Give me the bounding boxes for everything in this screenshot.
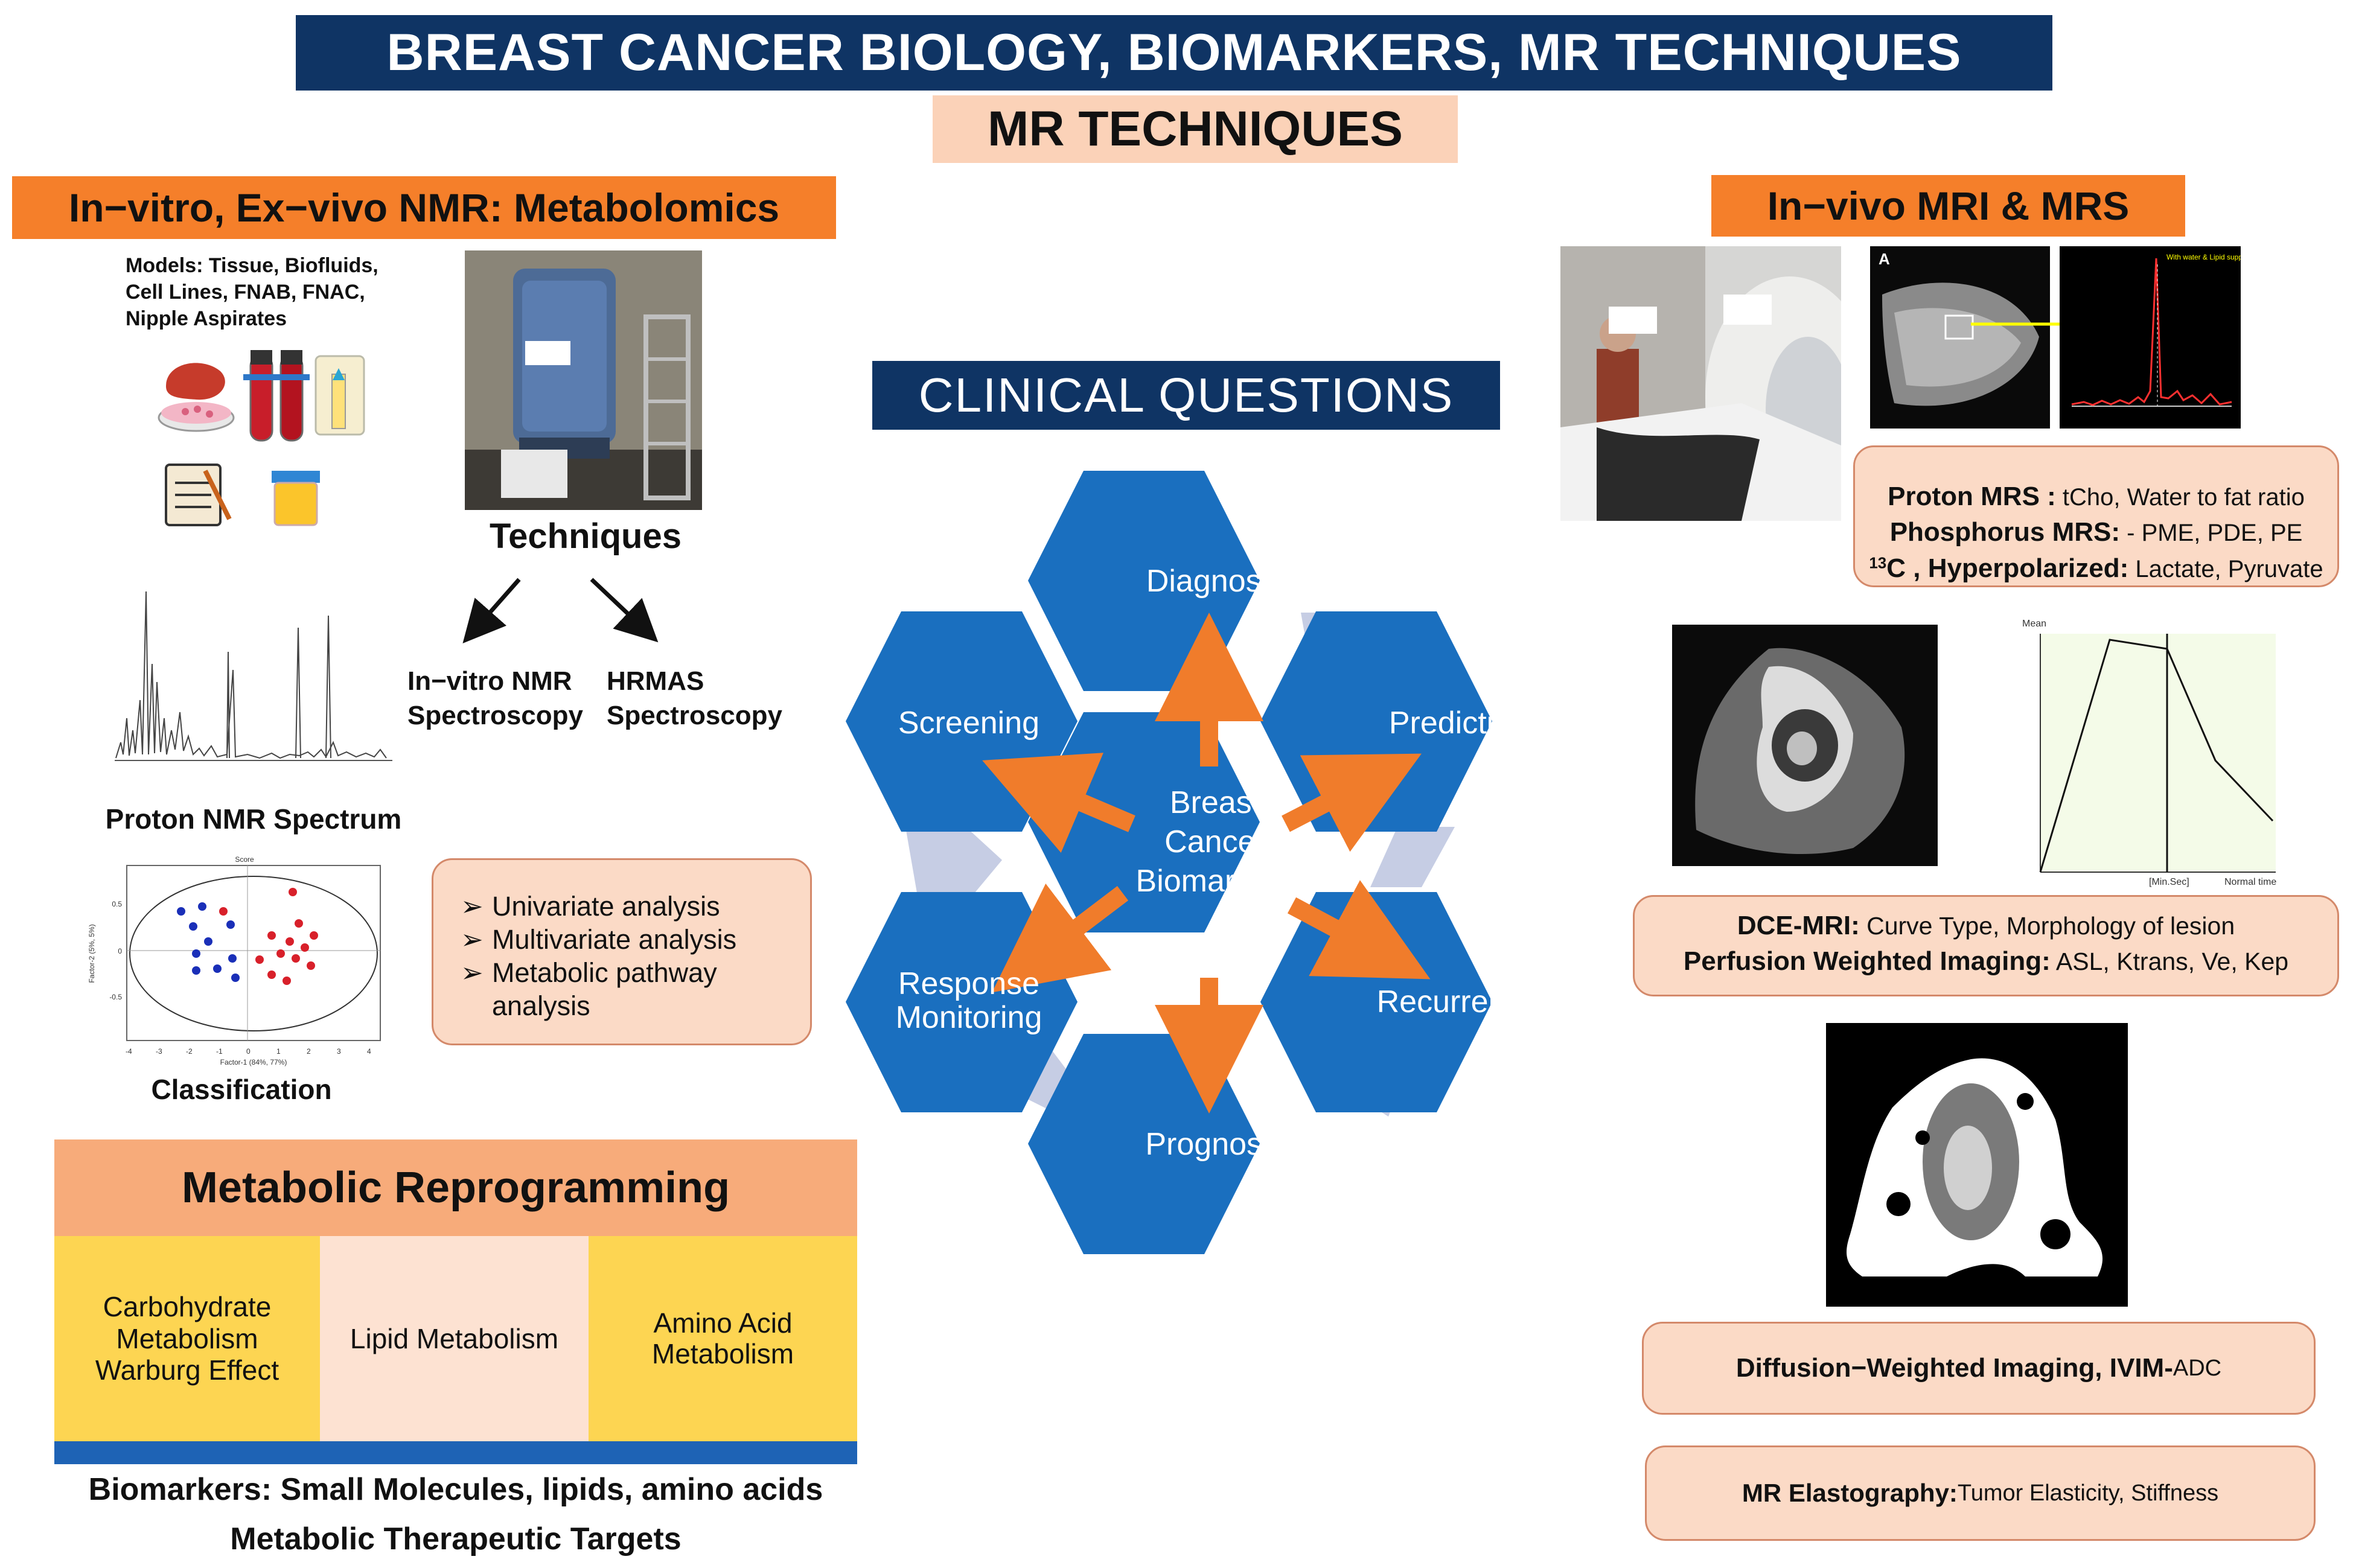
- classification-label: Classification: [151, 1074, 332, 1105]
- node-recurrence: Recurrence: [1376, 984, 1539, 1019]
- svg-text:-2: -2: [186, 1047, 193, 1056]
- nmr-spectrometer-photo: [465, 250, 702, 510]
- plot-ylabel: Factor-2 (5%, 5%): [88, 924, 96, 983]
- plot-xlabel: Factor-1 (84%, 77%): [220, 1058, 287, 1066]
- plot-title: Score: [235, 855, 254, 864]
- analysis-item-3: ➢Metabolic pathway analysis: [461, 957, 717, 1021]
- techniques-label: Techniques: [490, 517, 682, 556]
- spectrum-label: Proton NMR Spectrum: [105, 803, 402, 835]
- node-predictive: Predictive: [1388, 706, 1527, 741]
- reprogramming-table: Carbohydrate Metabolism Warburg Effect L…: [54, 1236, 857, 1441]
- mrs-line-3: 13C , Hyperpolarized: Lactate, Pyruvate: [1869, 553, 2323, 583]
- curve-xlabel: [Min.Sec]: [2149, 877, 2189, 887]
- mre-rest: Tumor Elasticity, Stiffness: [1957, 1480, 2219, 1506]
- dce-line-2: Perfusion Weighted Imaging: ASL, Ktrans,…: [1683, 946, 2289, 977]
- clinical-hex-diagram: [846, 471, 1492, 1254]
- svg-text:-4: -4: [126, 1047, 132, 1056]
- node-diagnosis: Diagnosis: [1146, 564, 1285, 599]
- clinical-questions-heading: CLINICAL QUESTIONS: [872, 361, 1500, 430]
- reprogramming-bar: [54, 1441, 857, 1464]
- svg-text:2: 2: [307, 1047, 311, 1056]
- mre-bold: MR Elastography:: [1742, 1479, 1958, 1507]
- dwi-rest: ADC: [2173, 1355, 2222, 1381]
- mrs-spectrum-image: With water & Lipid supp: [2060, 246, 2243, 429]
- clinical-questions-text: CLINICAL QUESTIONS: [918, 368, 1454, 422]
- svg-text:-3: -3: [156, 1047, 162, 1056]
- models-text: Models: Tissue, Biofluids, Cell Lines, F…: [126, 254, 378, 331]
- dce-info-box: DCE-MRI: Curve Type, Morphology of lesio…: [1633, 895, 2339, 996]
- left-heading: In−vitro, Ex−vivo NMR: Metabolomics: [12, 176, 836, 239]
- curve-ylabel: Mean: [2022, 619, 2046, 629]
- mrs-info-box: Proton MRS : tCho, Water to fat ratio Ph…: [1853, 445, 2339, 587]
- link-screening-response: [905, 827, 1002, 896]
- mre-info-box: MR Elastography: Tumor Elasticity, Stiff…: [1645, 1445, 2316, 1541]
- technique-hrmas: HRMAS Spectroscopy: [607, 666, 782, 731]
- cell-amino-acid: Amino Acid Metabolism: [589, 1236, 857, 1441]
- link-predictive-recurrence: [1370, 827, 1455, 887]
- svg-text:-1: -1: [216, 1047, 223, 1056]
- classification-plot: Score -4 -3 -2 -1 0 1 2 3 4 0.5 0 -0.5 Factor-1 (…: [88, 855, 381, 1066]
- syringe-icon: [314, 355, 365, 436]
- svg-text:1: 1: [276, 1047, 281, 1056]
- svg-text:0: 0: [246, 1047, 251, 1056]
- node-prognosis: Prognosis: [1145, 1127, 1285, 1162]
- dce-line-1: DCE-MRI: Curve Type, Morphology of lesio…: [1737, 911, 2235, 940]
- arrow-to-screening: [982, 753, 1135, 853]
- cell-lipid: Lipid Metabolism: [320, 1236, 589, 1441]
- breast-mri-image: A: [1870, 246, 2050, 429]
- petri-dish-icon: [158, 363, 235, 432]
- svg-text:-0.5: -0.5: [109, 993, 122, 1001]
- dce-mri-image: [1672, 625, 1938, 866]
- technique-arrows: [462, 578, 659, 643]
- arrow-to-response: [992, 883, 1129, 993]
- mrs-legend: With water & Lipid supp: [2166, 253, 2241, 261]
- main-title-banner: BREAST CANCER BIOLOGY, BIOMARKERS, MR TE…: [296, 15, 2052, 91]
- right-heading: In−vivo MRI & MRS: [1711, 175, 2185, 237]
- dwi-info-box: Diffusion−Weighted Imaging, IVIM- ADC: [1642, 1322, 2316, 1415]
- mrs-line-1: Proton MRS : tCho, Water to fat ratio: [1888, 482, 2305, 511]
- subtitle-banner: MR TECHNIQUES: [933, 95, 1458, 163]
- left-heading-text: In−vitro, Ex−vivo NMR: Metabolomics: [68, 185, 780, 230]
- main-title: BREAST CANCER BIOLOGY, BIOMARKERS, MR TE…: [386, 24, 1962, 81]
- reprogramming-title: Metabolic Reprogramming: [54, 1139, 857, 1236]
- svg-text:4: 4: [367, 1047, 371, 1056]
- dwi-adc-image: [1826, 1023, 2128, 1307]
- sample-illustrations: [158, 350, 365, 526]
- dwi-bold: Diffusion−Weighted Imaging, IVIM-: [1735, 1353, 2173, 1383]
- footer-biomarkers: Biomarkers: Small Molecules, lipids, ami…: [88, 1472, 823, 1507]
- dce-curve-chart: Mean [Min.Sec] Normal time: [2016, 616, 2282, 893]
- node-response: Response Monitoring: [895, 966, 1042, 1036]
- panel-letter: A: [1879, 250, 1890, 268]
- analysis-item-1: ➢Univariate analysis: [461, 891, 720, 922]
- reprogramming-title-text: Metabolic Reprogramming: [181, 1164, 730, 1212]
- blood-tubes-icon: [243, 350, 310, 442]
- arrow-left: [462, 578, 521, 643]
- analysis-item-2: ➢Multivariate analysis: [461, 923, 737, 955]
- mrs-line-2: Phosphorus MRS: - PME, PDE, PE: [1889, 517, 2303, 547]
- mri-scanner-photo: [1560, 246, 1874, 521]
- cell-carbohydrate: Carbohydrate Metabolism Warburg Effect: [54, 1236, 320, 1441]
- svg-text:0.5: 0.5: [112, 900, 122, 908]
- technique-invitro: In−vitro NMR Spectroscopy: [407, 666, 583, 731]
- node-hub: Breast Cancer Biomarkers: [1135, 785, 1295, 899]
- node-screening: Screening: [898, 706, 1040, 741]
- arrow-to-recurrence: [1287, 880, 1431, 980]
- urine-cup-icon: [272, 471, 320, 526]
- arrow-right: [590, 578, 659, 643]
- curve-note: Normal time: [2224, 877, 2276, 887]
- right-heading-text: In−vivo MRI & MRS: [1767, 183, 2130, 228]
- clipboard-icon: [165, 464, 232, 526]
- arrow-to-predictive: [1282, 753, 1422, 852]
- subtitle: MR TECHNIQUES: [988, 101, 1403, 156]
- analysis-box: ➢Univariate analysis ➢Multivariate analy…: [432, 858, 812, 1045]
- footer-targets: Metabolic Therapeutic Targets: [230, 1522, 682, 1557]
- proton-nmr-spectrum: [115, 591, 392, 761]
- svg-text:0: 0: [118, 947, 122, 955]
- svg-text:3: 3: [337, 1047, 341, 1056]
